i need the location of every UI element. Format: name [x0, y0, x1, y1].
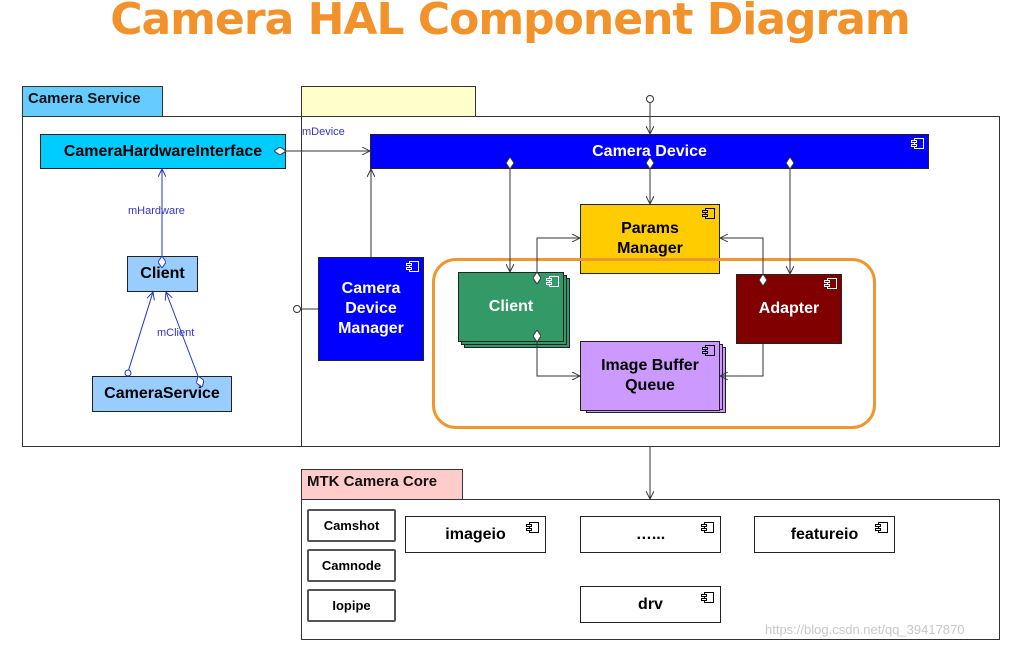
camera-hardware-interface-label: CameraHardwareInterface	[63, 142, 263, 160]
image-buffer-queue-component: Image Buffer Queue	[580, 341, 720, 411]
component-icon	[701, 522, 714, 533]
drv-label: drv	[638, 595, 663, 613]
camera-device-manager-component: Camera Device Manager	[318, 257, 424, 361]
client-left-label: Client	[140, 265, 185, 282]
hal-package-tab	[301, 86, 476, 117]
camera-device-label: Camera Device	[592, 142, 707, 160]
component-icon	[875, 522, 888, 533]
mhardware-label: mHardware	[128, 205, 185, 217]
component-icon	[701, 592, 714, 603]
mclient-connector-2	[166, 292, 198, 376]
interface-ball-top	[646, 95, 654, 103]
imageio-component: imageio	[405, 516, 546, 553]
camera-hardware-interface-component: CameraHardwareInterface	[40, 134, 286, 169]
diagram-title: Camera HAL Component Diagram	[110, 0, 911, 45]
camera-service-component: CameraService	[92, 376, 232, 412]
highlight-outline	[432, 258, 876, 429]
params-manager-component: Params Manager	[580, 204, 720, 274]
watermark-url: https://blog.csdn.net/qq_39417870	[765, 622, 965, 637]
mclient-connector	[127, 292, 153, 373]
image-buffer-queue-label: Image Buffer Queue	[601, 357, 699, 394]
mclient-label: mClient	[157, 327, 195, 339]
featureio-component: featureio	[754, 516, 895, 553]
client-green-label: Client	[488, 298, 534, 315]
component-icon	[526, 522, 539, 533]
component-icon	[406, 261, 419, 272]
imageio-label: imageio	[445, 525, 506, 543]
component-icon	[911, 138, 924, 149]
params-manager-label: Params Manager	[617, 220, 683, 257]
dots-component: …...	[580, 516, 721, 553]
mtk-camera-core-package	[301, 499, 1000, 640]
camera-service-label: CameraService	[104, 385, 220, 402]
camshot-module: Camshot	[307, 509, 396, 542]
mtk-camera-core-package-tab: MTK Camera Core	[301, 469, 463, 500]
adapter-queue-connector	[720, 344, 764, 376]
iopipe-label: Iopipe	[332, 598, 371, 613]
mclient-circle	[124, 369, 132, 377]
featureio-label: featureio	[790, 525, 859, 543]
camshot-label: Camshot	[323, 518, 380, 533]
mdevice-label: mDevice	[302, 126, 345, 138]
component-icon	[824, 278, 837, 289]
camnode-module: Camnode	[307, 549, 396, 582]
dots-label: …...	[635, 525, 666, 543]
client-queue-connector	[537, 342, 580, 376]
client-params-connector	[537, 238, 580, 272]
component-icon	[702, 345, 715, 356]
camera-service-package-tab: Camera Service	[22, 86, 163, 117]
camnode-label: Camnode	[321, 558, 382, 573]
drv-component: drv	[580, 586, 721, 623]
component-icon	[702, 208, 715, 219]
interface-ball-left	[293, 305, 301, 313]
iopipe-module: Iopipe	[307, 589, 396, 622]
adapter-label: Adapter	[758, 300, 820, 317]
camera-device-manager-label: Camera Device Manager	[338, 280, 404, 337]
adapter-params-connector	[720, 238, 763, 274]
